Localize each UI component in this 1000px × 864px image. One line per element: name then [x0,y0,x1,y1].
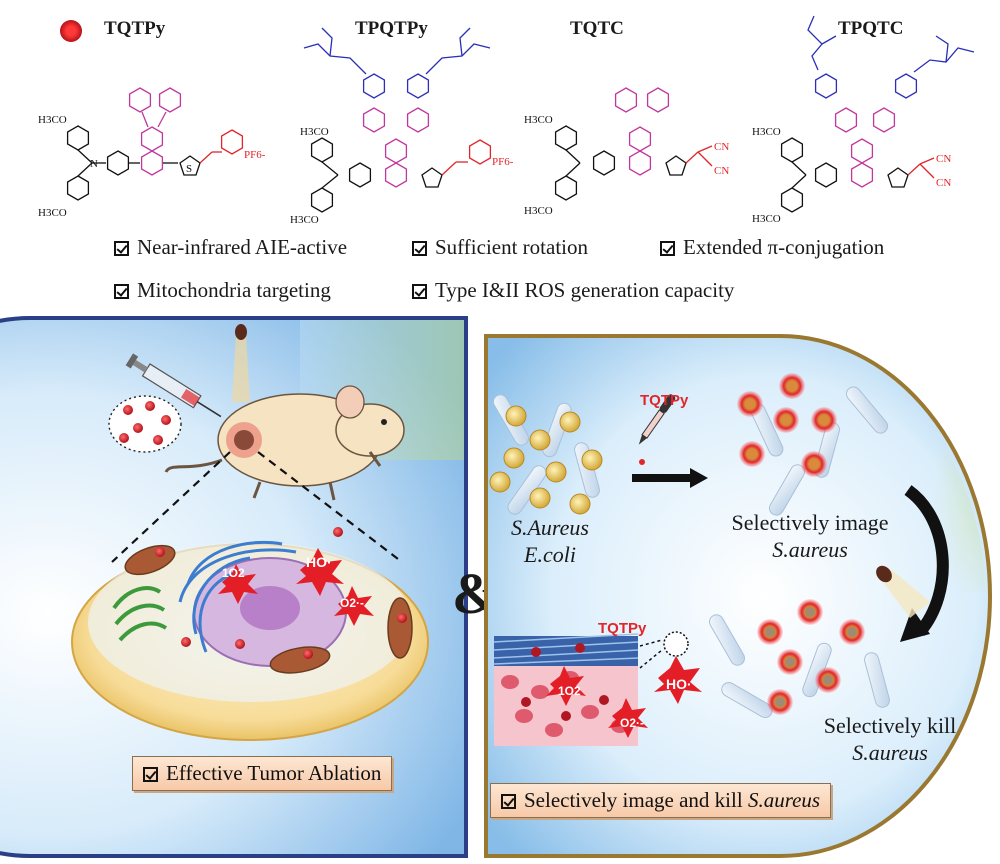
label-h3co-4b: H3CO [752,213,781,225]
light-torch-icon [232,324,250,402]
tqtpy-legend-dot [60,20,82,42]
label-pf6-2: PF6- [492,156,514,168]
bacteria-label-saureus: S.Aureus [510,515,589,540]
ros-burst-2 [296,548,344,596]
label-h3co-3a: H3CO [524,114,553,126]
checkbox-icon [114,241,129,256]
bacteria-killed-cluster [709,599,890,718]
ros-label-left-3: O2·- [340,596,364,610]
ros-label-right-2: 1O2 [558,684,581,698]
label-cn-4a: CN [936,153,951,165]
compound-title-tpqtc: TPQTC [838,18,904,39]
label-h3co-4a: H3CO [752,126,781,138]
checkbox-icon [660,241,675,256]
bacteria-label-ecoli: E.coli [524,542,576,567]
ros-burst-4 [546,666,586,706]
feature-conjugation: Extended π-conjugation [660,235,884,260]
structure-tqtpy [66,87,244,201]
checkbox-icon [114,284,129,299]
ros-burst-3 [334,586,374,626]
cell-illustration [71,527,429,741]
ros-label-left-1: 1O2 [222,566,245,580]
syringe-icon [125,353,222,418]
ros-burst-1 [218,564,258,604]
bacteria-mixed-cluster [489,394,603,515]
label-h3co-1a: H3CO [38,114,67,126]
probe-label-bottom: TQTPy [598,620,647,637]
right-panel [484,334,992,858]
cell-probe-dots [155,527,407,659]
left-panel [0,316,468,858]
structure-tqtc [554,87,713,201]
feature-rotation: Sufficient rotation [412,235,588,260]
nanoparticle-inset [108,395,182,453]
checkbox-icon [412,284,427,299]
chemical-structures: H3CO H3CO N S PF6- H3CO [38,15,975,226]
dropper-icon [638,394,676,445]
tumor-ablation-banner: Effective Tumor Ablation [132,756,393,791]
ros-label-left-2: HO· [306,554,332,570]
checkbox-icon [143,767,158,782]
structure-tpqtc [780,15,975,213]
label-n-1: N [90,158,98,170]
selective-image-species: S.aureus [772,537,848,562]
selective-image-label: Selectively image [731,510,889,535]
image-kill-banner: Selectively image and kill S.aureus [490,783,832,818]
selective-kill-label: Selectively kill [823,713,957,738]
feature-mitochondria: Mitochondria targeting [114,278,331,303]
label-s-1: S [186,163,192,175]
light-torch-icon-right [876,565,930,618]
label-cn-3b: CN [714,165,729,177]
label-cn-4b: CN [936,177,951,189]
compound-title-tqtc: TQTC [570,18,624,39]
structure-tpqtpy [303,27,492,213]
wound-tissue-illustration [493,633,702,746]
feature-ros: Type I&II ROS generation capacity [412,278,734,303]
compound-title-tqtpy: TQTPy [104,18,166,39]
curved-arrow-icon [904,485,949,636]
probe-label-top: TQTPy [640,392,689,409]
right-arrow-icon [632,468,708,488]
checkbox-icon [501,794,516,809]
ros-label-right-1: HO· [666,676,692,692]
compound-title-tpqtpy: TPQTPy [355,18,428,39]
label-cn-3a: CN [714,141,729,153]
magnifier-icon [639,631,689,669]
label-h3co-3b: H3CO [524,205,553,217]
ros-burst-6 [608,698,648,738]
nanoparticle-dots [119,401,171,445]
label-h3co-2b: H3CO [290,214,319,226]
ros-label-right-3: O2·- [620,716,644,730]
feature-aie: Near-infrared AIE-active [114,235,347,260]
label-pf6-1: PF6- [244,149,266,161]
mouse-illustration [164,385,405,501]
selective-kill-species: S.aureus [852,740,928,765]
bacteria-imaged-cluster [737,373,888,516]
ros-burst-5 [654,656,702,704]
checkbox-icon [412,241,427,256]
label-h3co-1b: H3CO [38,207,67,219]
label-h3co-2a: H3CO [300,126,329,138]
